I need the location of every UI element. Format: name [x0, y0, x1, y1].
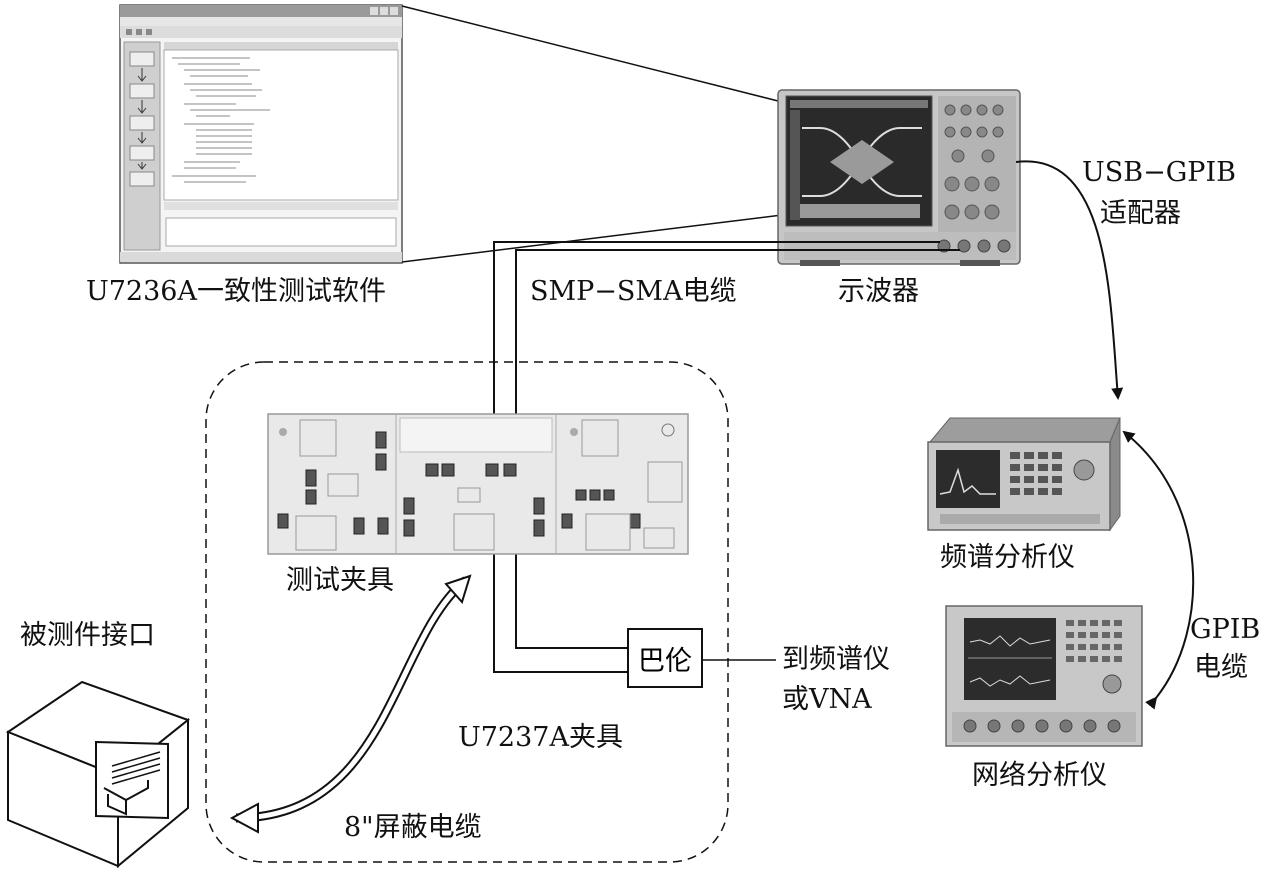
shielded-cable-label: 8"屏蔽电缆: [344, 812, 482, 843]
network-analyzer-icon: [945, 605, 1143, 747]
smp-sma-cable-label: SMP−SMA电缆: [530, 276, 737, 307]
software-label: U7236A一致性测试软件: [86, 276, 386, 307]
gpib-cable-label-line1: GPIB: [1190, 614, 1261, 645]
oscilloscope-icon: [777, 89, 1021, 266]
spectrum-analyzer-label: 频谱分析仪: [940, 542, 1075, 573]
spectrum-analyzer-icon: [927, 417, 1121, 532]
fixture-board-icon: [267, 413, 689, 555]
dut-interface-label: 被测件接口: [20, 620, 155, 651]
gpib-cable-label-line2: 电缆: [1194, 652, 1248, 683]
to-analyzer-label-line2: 或VNA: [782, 684, 872, 715]
usb-gpib-label-line2: 适配器: [1100, 198, 1181, 229]
software-window-icon: [119, 4, 403, 264]
usb-gpib-label-line1: USB−GPIB: [1082, 157, 1236, 188]
to-analyzer-label-line1: 到频谱仪: [782, 644, 890, 675]
network-analyzer-label: 网络分析仪: [972, 760, 1107, 791]
oscilloscope-label: 示波器: [838, 276, 919, 307]
u7237a-fixture-label: U7237A夹具: [458, 722, 623, 753]
balun-box: 巴伦: [627, 628, 703, 688]
rj45-port-icon: [5, 680, 191, 869]
test-fixture-label: 测试夹具: [286, 565, 394, 596]
